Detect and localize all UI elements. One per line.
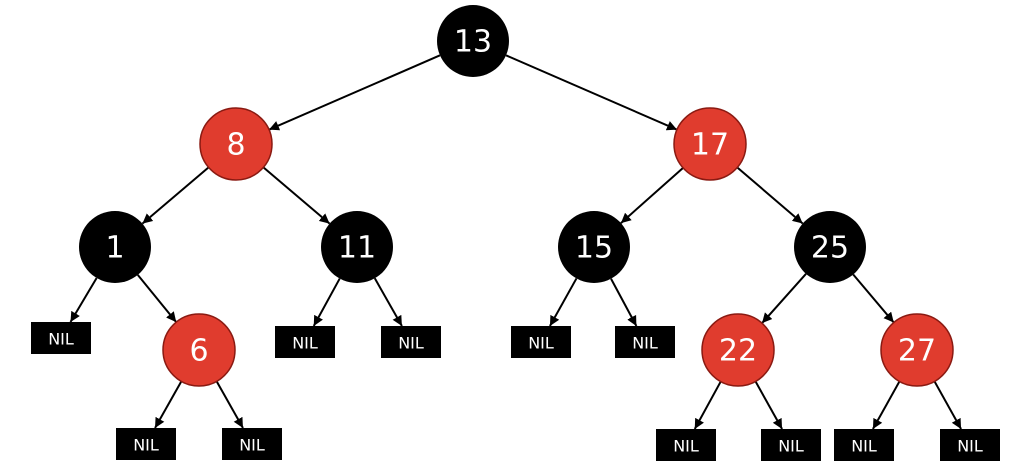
nil-box bbox=[511, 326, 571, 358]
edge-arrow-n11-to-nil-11-left bbox=[312, 278, 341, 327]
nil-leaves-layer: NIL NIL NIL NIL NIL NIL NIL NIL NIL NIL NIL bbox=[31, 322, 1000, 461]
node-label: 11 bbox=[338, 231, 376, 266]
red-node-circle bbox=[673, 107, 747, 181]
red-node-circle bbox=[199, 107, 273, 181]
nil-leaf-nil-15-left: NIL bbox=[511, 326, 571, 358]
black-node-circle bbox=[321, 211, 393, 283]
black-node-circle bbox=[79, 211, 151, 283]
black-node-circle bbox=[558, 211, 630, 283]
node-label: 27 bbox=[898, 334, 936, 369]
nil-box bbox=[615, 326, 675, 358]
edge-arrow-n22-to-nil-22-right bbox=[754, 380, 783, 430]
nil-label: NIL bbox=[632, 334, 658, 353]
nil-label: NIL bbox=[133, 436, 159, 455]
nil-box bbox=[761, 429, 821, 461]
edge-arrow-n22-to-nil-22-left bbox=[693, 381, 722, 430]
black-node-circle bbox=[794, 211, 866, 283]
nil-box bbox=[31, 322, 91, 354]
edge-arrow-n6-to-nil-6-left bbox=[154, 380, 183, 429]
edge-arrow-n17-to-n25 bbox=[736, 166, 804, 225]
nil-box bbox=[656, 429, 716, 461]
tree-node-11: 11 bbox=[321, 211, 393, 283]
nil-label: NIL bbox=[239, 436, 265, 455]
edge-arrow-n25-to-n22 bbox=[761, 273, 807, 324]
node-label: 1 bbox=[105, 231, 124, 266]
tree-node-17: 17 bbox=[673, 107, 747, 181]
edge-arrow-n11-to-nil-11-right bbox=[373, 277, 403, 327]
nil-leaf-nil-6-left: NIL bbox=[116, 428, 176, 460]
nil-label: NIL bbox=[851, 437, 877, 456]
edge-arrow-n17-to-n15 bbox=[620, 167, 684, 224]
red-node-circle bbox=[880, 313, 954, 387]
nil-label: NIL bbox=[957, 437, 983, 456]
nil-leaf-nil-1-left: NIL bbox=[31, 322, 91, 354]
node-label: 22 bbox=[719, 334, 757, 369]
node-label: 8 bbox=[226, 128, 245, 163]
node-label: 13 bbox=[454, 25, 492, 60]
edge-arrow-n27-to-nil-27-left bbox=[872, 380, 901, 430]
edge-arrow-n27-to-nil-27-right bbox=[933, 380, 962, 430]
tree-node-25: 25 bbox=[794, 211, 866, 283]
edge-arrow-n13-to-n17 bbox=[505, 54, 678, 131]
tree-node-22: 22 bbox=[701, 313, 775, 387]
nil-leaf-nil-22-left: NIL bbox=[656, 429, 716, 461]
nil-box bbox=[222, 428, 282, 460]
nil-label: NIL bbox=[48, 330, 74, 349]
edge-arrow-n6-to-nil-6-right bbox=[215, 380, 244, 429]
tree-node-27: 27 bbox=[880, 313, 954, 387]
nil-leaf-nil-22-right: NIL bbox=[761, 429, 821, 461]
tree-node-8: 8 bbox=[199, 107, 273, 181]
tree-node-6: 6 bbox=[162, 313, 236, 387]
nil-leaf-nil-11-right: NIL bbox=[381, 326, 441, 358]
tree-node-15: 15 bbox=[558, 211, 630, 283]
nil-label: NIL bbox=[673, 437, 699, 456]
node-label: 15 bbox=[575, 231, 613, 266]
nil-leaf-nil-27-left: NIL bbox=[834, 429, 894, 461]
nil-leaf-nil-15-right: NIL bbox=[615, 326, 675, 358]
tree-node-1: 1 bbox=[79, 211, 151, 283]
red-node-circle bbox=[701, 313, 775, 387]
edge-arrow-n15-to-nil-15-left bbox=[549, 277, 578, 327]
red-node-circle bbox=[162, 313, 236, 387]
edge-arrow-n1-to-nil-1-left bbox=[69, 277, 98, 323]
nil-label: NIL bbox=[778, 437, 804, 456]
nil-box bbox=[275, 326, 335, 358]
nil-box bbox=[940, 429, 1000, 461]
tree-node-13: 13 bbox=[437, 5, 509, 77]
edge-arrow-n13-to-n8 bbox=[268, 54, 441, 131]
node-label: 6 bbox=[189, 334, 208, 369]
nil-leaf-nil-11-left: NIL bbox=[275, 326, 335, 358]
nil-box bbox=[834, 429, 894, 461]
node-label: 17 bbox=[691, 128, 729, 163]
nil-leaf-nil-6-right: NIL bbox=[222, 428, 282, 460]
edge-arrow-n1-to-n6 bbox=[136, 274, 178, 323]
black-node-circle bbox=[437, 5, 509, 77]
nil-box bbox=[381, 326, 441, 358]
edge-arrow-n8-to-n11 bbox=[262, 166, 331, 225]
nil-leaf-nil-27-right: NIL bbox=[940, 429, 1000, 461]
edge-arrow-n8-to-n1 bbox=[141, 166, 210, 225]
node-label: 25 bbox=[811, 231, 849, 266]
edges-layer bbox=[69, 54, 962, 430]
nil-label: NIL bbox=[398, 334, 424, 353]
nil-box bbox=[116, 428, 176, 460]
edge-arrow-n15-to-nil-15-right bbox=[610, 278, 638, 327]
nil-label: NIL bbox=[292, 334, 318, 353]
nil-label: NIL bbox=[528, 334, 554, 353]
edge-arrow-n25-to-n27 bbox=[852, 273, 895, 324]
